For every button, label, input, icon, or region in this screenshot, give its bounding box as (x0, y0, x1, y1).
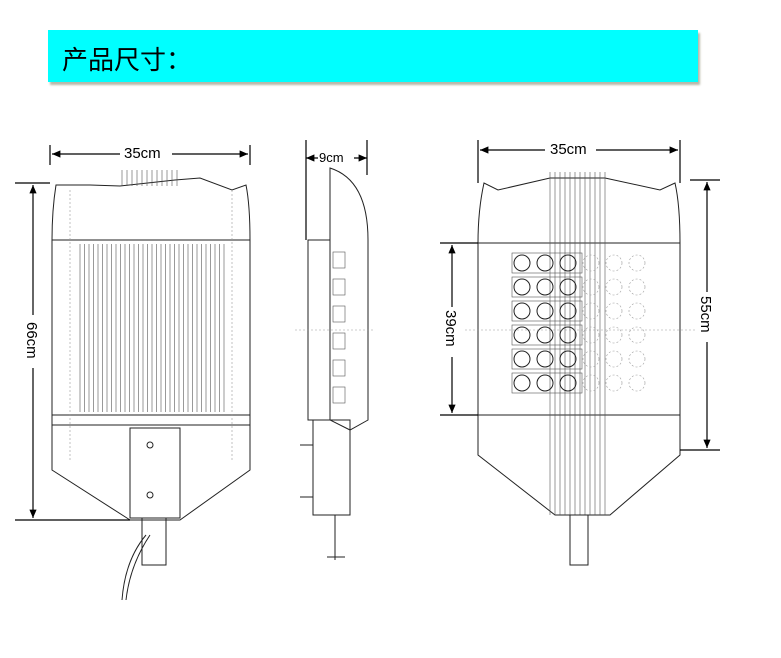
led-lens (605, 350, 623, 368)
section-header: 产品尺寸： (48, 30, 698, 82)
led-lens (513, 302, 531, 320)
front-width-label: 35cm (124, 145, 161, 162)
led-lens (559, 278, 577, 296)
led-lens (559, 350, 577, 368)
led-lens (513, 326, 531, 344)
led-lens (628, 326, 646, 344)
led-lens (559, 374, 577, 392)
led-lens (582, 302, 600, 320)
side-lamp-box (312, 419, 351, 516)
led-lens (513, 350, 531, 368)
mount-bracket (141, 517, 167, 566)
led-lens (605, 302, 623, 320)
led-module-side (332, 278, 346, 296)
led-module (511, 372, 583, 394)
led-module-side (332, 359, 346, 377)
led-lens (559, 254, 577, 272)
led-lens (513, 278, 531, 296)
back-view: 35cm 55cm 39cm (440, 140, 720, 566)
lamp-box (129, 427, 181, 519)
led-lens (605, 278, 623, 296)
section-title: 产品尺寸： (62, 46, 193, 76)
led-module (511, 300, 583, 322)
front-height-label: 66cm (23, 322, 40, 359)
led-lens (605, 374, 623, 392)
led-module-side (332, 305, 346, 323)
led-lens (628, 254, 646, 272)
side-view: 9cm (295, 140, 375, 560)
led-module (511, 276, 583, 298)
front-view: 35cm 66cm (15, 145, 251, 601)
back-width-label: 35cm (550, 141, 587, 158)
led-lens (628, 302, 646, 320)
led-lens (628, 350, 646, 368)
led-lens (536, 350, 554, 368)
led-lens (513, 254, 531, 272)
led-lens (536, 278, 554, 296)
led-panel (477, 242, 681, 416)
led-module (511, 348, 583, 370)
power-cable (121, 534, 147, 601)
led-module-side (332, 386, 346, 404)
led-module (511, 324, 583, 346)
led-lens (536, 374, 554, 392)
led-lens (628, 278, 646, 296)
led-lens (536, 302, 554, 320)
back-mount-bracket (569, 514, 589, 566)
led-lens (582, 326, 600, 344)
led-lens (582, 374, 600, 392)
led-lens (582, 350, 600, 368)
led-lens (628, 374, 646, 392)
back-height-label: 55cm (697, 296, 714, 333)
led-lens (605, 326, 623, 344)
led-module (511, 252, 583, 274)
led-lens (605, 254, 623, 272)
led-lens (513, 374, 531, 392)
led-lens (536, 254, 554, 272)
led-lens (559, 326, 577, 344)
led-lens (559, 302, 577, 320)
led-lens (582, 254, 600, 272)
led-module-side (332, 332, 346, 350)
side-depth-label: 9cm (319, 150, 344, 165)
led-panel-height-label: 39cm (442, 310, 459, 347)
led-module-side (332, 251, 346, 269)
heatsink-body (51, 239, 251, 416)
led-lens (536, 326, 554, 344)
led-lens (582, 278, 600, 296)
